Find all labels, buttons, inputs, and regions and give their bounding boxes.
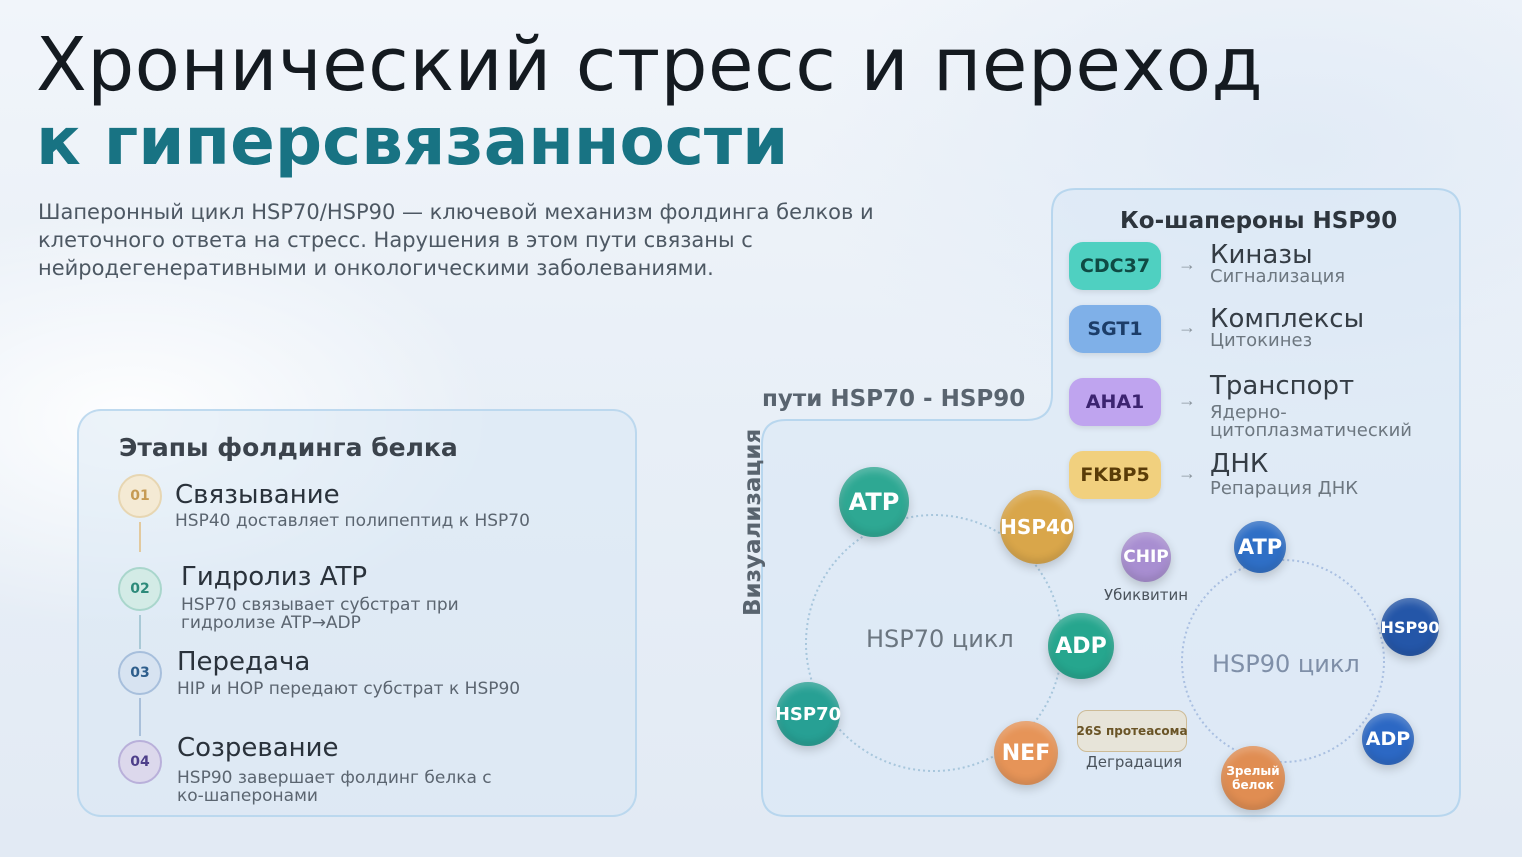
page-title: Хронический стресс и переход [36, 22, 1264, 108]
cochaperone-sub: Цитокинез [1210, 330, 1313, 351]
cochaperone-target: Киназы [1210, 240, 1313, 270]
step-number-02: 02 [118, 567, 162, 611]
timeline-line-3 [139, 698, 141, 736]
folding-stages-panel: Этапы фолдинга белка [77, 409, 637, 817]
proteasome-caption: Деградация [1086, 753, 1183, 771]
step-number-03: 03 [118, 651, 162, 695]
cochaperone-cdc37: CDC37 [1069, 242, 1161, 290]
cochaperone-fkbp5: FKBP5 [1069, 451, 1161, 499]
chip-node: CHIP [1121, 532, 1171, 582]
step-title-02: Гидролиз ATP [181, 562, 368, 592]
step-desc-03: HIP и HOP передают субстрат к HSP90 [177, 679, 521, 699]
intro-text: Шаперонный цикл HSP70/HSP90 — ключевой м… [38, 198, 998, 282]
mature-protein-node: Зрелый белок [1221, 746, 1285, 810]
step-desc-02: HSP70 связывает субстрат при гидролизе A… [181, 595, 459, 633]
step-title-03: Передача [177, 647, 311, 677]
step-title-04: Созревание [177, 733, 339, 763]
step-number-01: 01 [118, 474, 162, 518]
hsp70-adp-node: ADP [1048, 613, 1114, 679]
hsp90-atp-node: ATP [1234, 521, 1286, 573]
timeline-line-1 [139, 522, 141, 552]
mature-protein-line2: белок [1232, 778, 1274, 792]
arrow-icon: → [1178, 390, 1196, 410]
stages-heading: Этапы фолдинга белка [119, 433, 458, 462]
page-subtitle: к гиперсвязанности [36, 103, 789, 180]
step-desc-04: HSP90 завершает фолдинг белка с ко-шапер… [177, 768, 492, 806]
intro-line: Шаперонный цикл HSP70/HSP90 — ключевой м… [38, 200, 874, 224]
hsp70-node: HSP70 [775, 682, 841, 746]
proteasome-box: 26S протеасома [1076, 710, 1188, 752]
step-desc-01: HSP40 доставляет полипептид к HSP70 [175, 511, 530, 531]
cochaperone-sub: Репарация ДНК [1210, 478, 1359, 499]
hsp40-node: HSP40 [1000, 490, 1074, 564]
hsp70-atp-node: ATP [839, 467, 909, 537]
cochaperone-aha1: AHA1 [1069, 378, 1161, 426]
hsp90-cycle-ring [1181, 559, 1385, 763]
arrow-icon: → [1178, 463, 1196, 483]
hsp70-cycle-label: HSP70 цикл [866, 625, 1014, 653]
cochaperone-target: ДНК [1210, 449, 1269, 479]
cochaperone-sub: Ядерно- цитоплазматический [1210, 402, 1412, 441]
step-number-04: 04 [118, 740, 162, 784]
intro-line: клеточного ответа на стресс. Нарушения в… [38, 228, 753, 252]
visualization-label-horizontal: пути HSP70 - HSP90 [762, 386, 1026, 412]
step-title-01: Связывание [175, 480, 340, 510]
intro-line: нейродегенеративными и онкологическими з… [38, 256, 714, 280]
timeline-line-2 [139, 615, 141, 649]
arrow-icon: → [1178, 254, 1196, 274]
chip-caption: Убиквитин [1104, 586, 1189, 604]
cochaperone-target: Транспорт [1210, 371, 1355, 401]
mature-protein-line1: Зрелый [1226, 764, 1280, 778]
cochaperone-target: Комплексы [1210, 304, 1365, 334]
hsp90-cycle-label: HSP90 цикл [1212, 650, 1360, 678]
cochaperone-sgt1: SGT1 [1069, 305, 1161, 353]
hsp90-node: HSP90 [1381, 598, 1439, 656]
arrow-icon: → [1178, 317, 1196, 337]
cochaperones-heading: Ко-шапероны HSP90 [1120, 208, 1398, 234]
hsp90-adp-node: ADP [1362, 713, 1414, 765]
nef-node: NEF [994, 721, 1058, 785]
visualization-label-vertical: Визуализация [740, 428, 766, 616]
cochaperone-sub: Сигнализация [1210, 266, 1346, 287]
